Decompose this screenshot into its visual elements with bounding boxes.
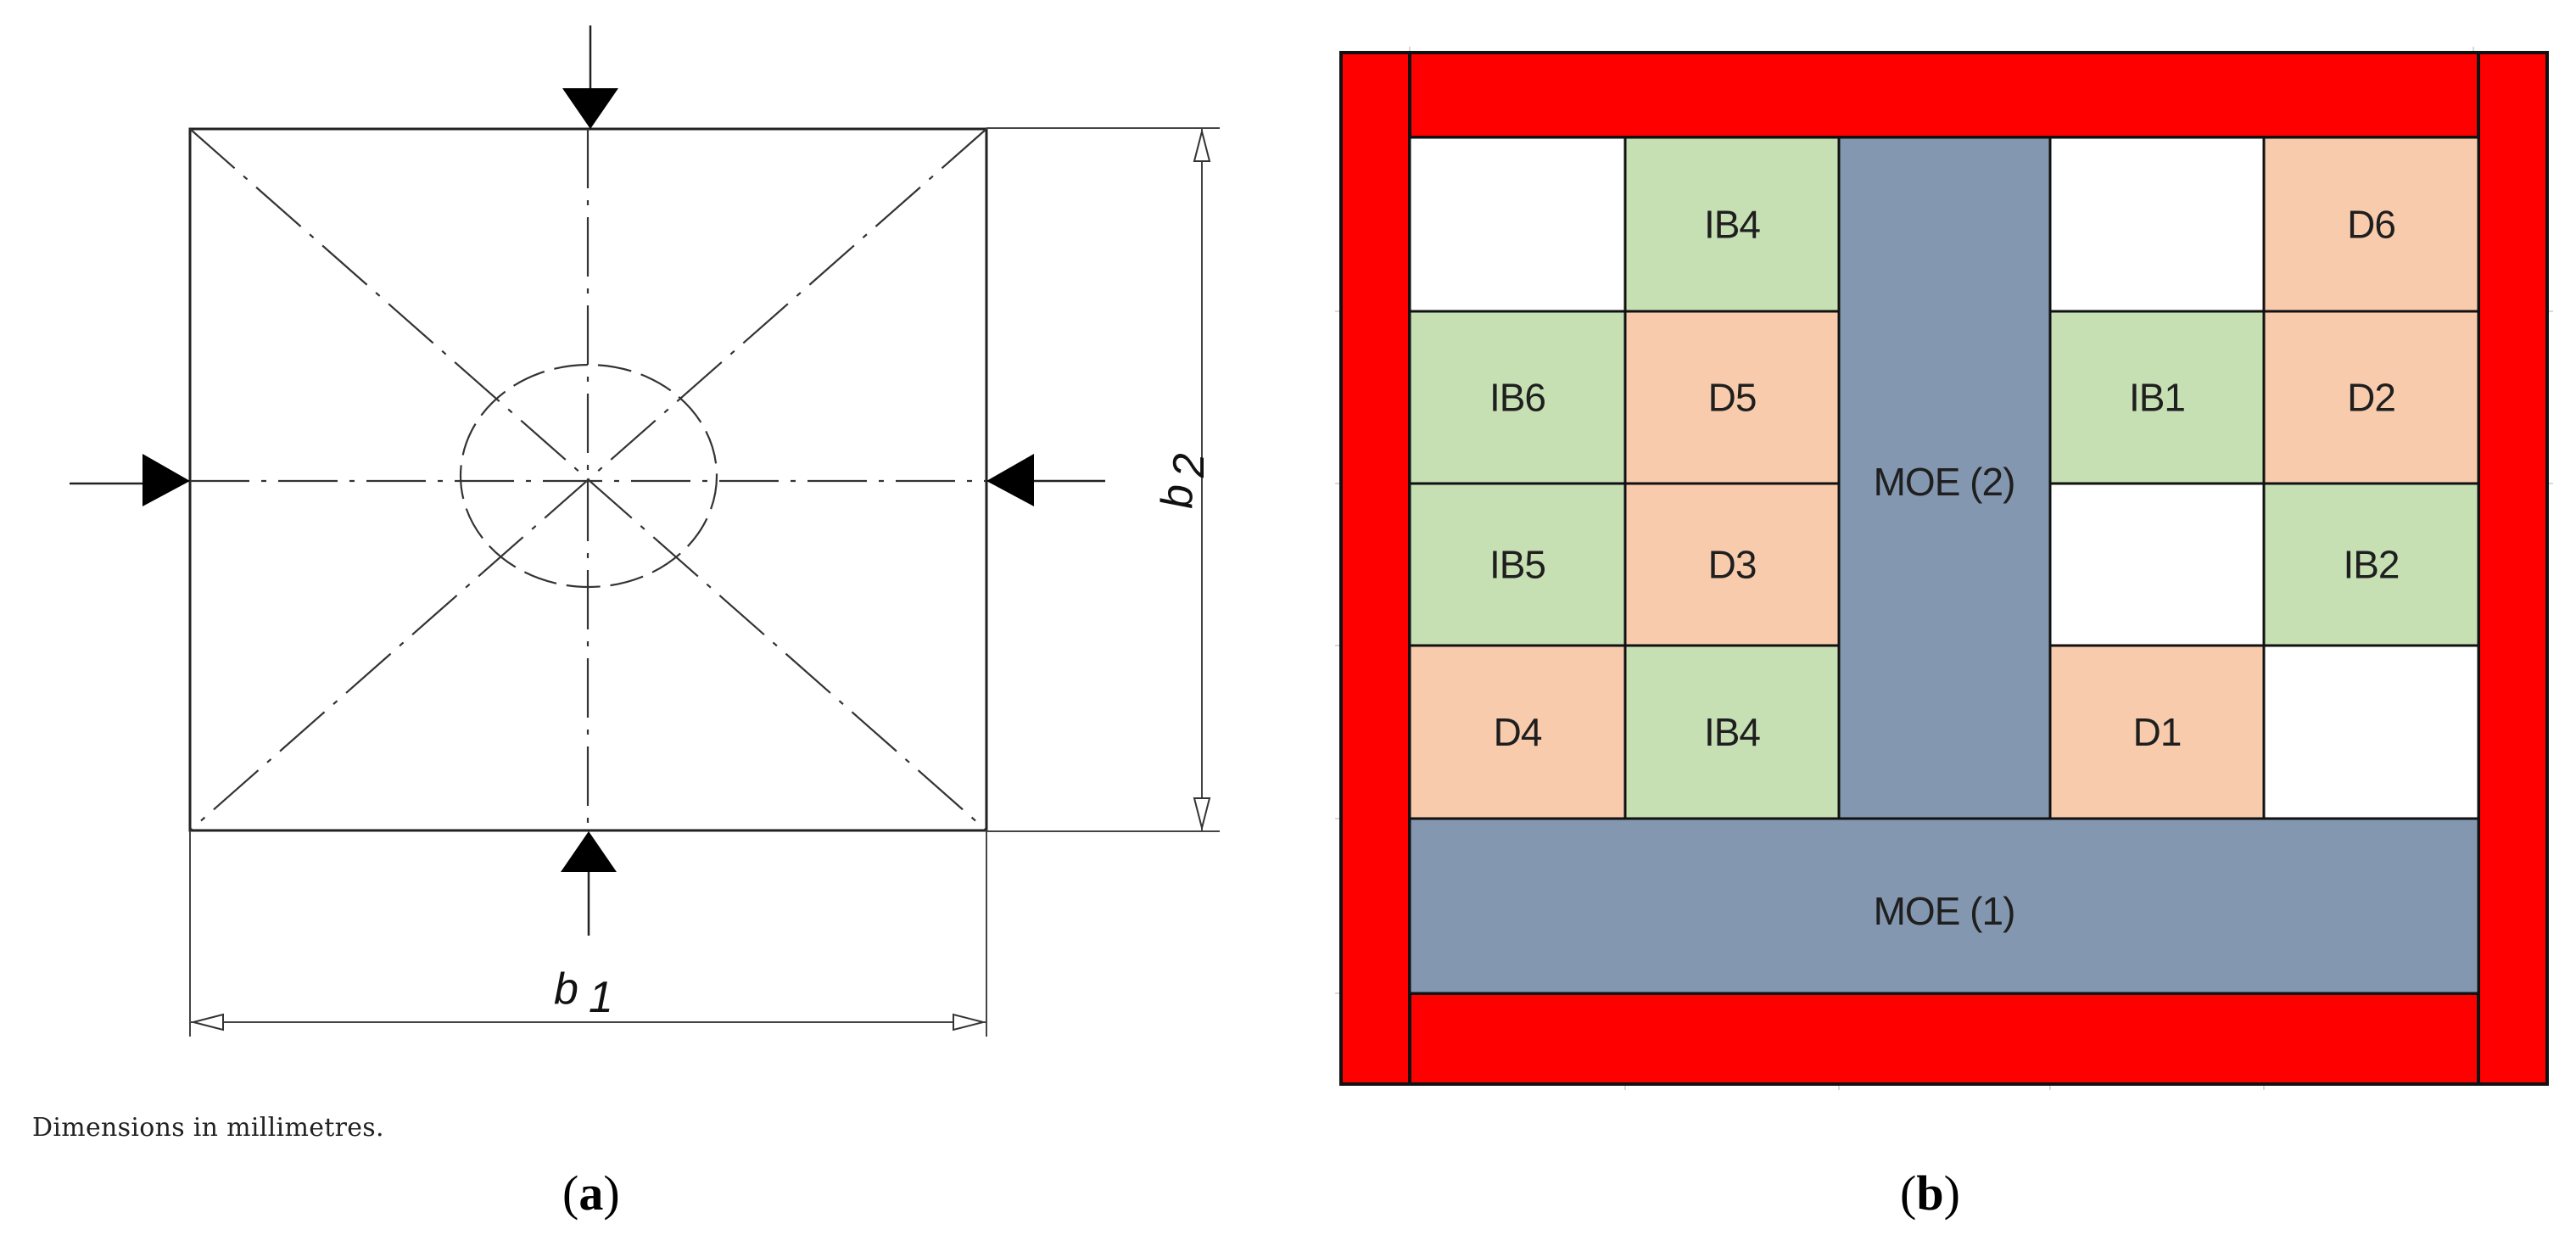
cell-background: [1408, 136, 1627, 313]
moe-1-block: [1408, 817, 2480, 995]
grid-cell: D3: [1623, 482, 1841, 647]
red-frame: [1339, 51, 2549, 1086]
cell-label: D6: [2347, 203, 2395, 247]
frame-top-bar: [1408, 51, 2480, 139]
grid-cell: IB2: [2262, 482, 2480, 647]
grid-cell: IB1: [2048, 310, 2266, 485]
cell-background: [2262, 310, 2480, 485]
moe-2-block: [1837, 136, 2052, 820]
frame-bottom-bar: [1408, 992, 2480, 1086]
cell-background: [1408, 644, 1627, 820]
cell-background: [2048, 644, 2266, 820]
cell-background: [2262, 482, 2480, 647]
dimension-b1: [189, 831, 987, 1037]
grid-cell: [2048, 136, 2266, 313]
load-arrow-bottom-icon: [561, 831, 617, 936]
grid-cell: D2: [2262, 310, 2480, 485]
load-arrow-left-icon: [70, 454, 190, 506]
grid-cell: IB5: [1408, 482, 1627, 647]
cell-background: [1623, 310, 1841, 485]
moe-2-label: MOE (2): [1874, 460, 2015, 504]
cell-background: [1623, 482, 1841, 647]
grid-cell: D5: [1623, 310, 1841, 485]
dimension-b2: [986, 127, 1220, 832]
cell-label: D5: [1708, 376, 1757, 420]
cell-label: IB1: [2129, 376, 2185, 420]
frame-right-column: [2477, 51, 2549, 1086]
load-arrow-top-icon: [562, 25, 618, 129]
grid-cell: IB4: [1623, 136, 1841, 313]
cell-background: [1623, 136, 1841, 313]
cell-label: IB4: [1704, 203, 1760, 247]
cell-background: [2048, 136, 2266, 313]
cell-label: IB5: [1489, 543, 1545, 587]
frame-left-column: [1339, 51, 1411, 1086]
grid-cell: D6: [2262, 136, 2480, 313]
grid-cell: [2262, 644, 2480, 820]
cell-background: [2262, 644, 2480, 820]
load-arrow-right-icon: [986, 454, 1105, 506]
cell-label: D3: [1708, 543, 1757, 587]
grid-cell: [2048, 482, 2266, 647]
center-circle: [459, 363, 718, 589]
grid-cell: D4: [1408, 644, 1627, 820]
cell-background: [2048, 482, 2266, 647]
cell-label: D2: [2347, 376, 2395, 420]
moe-1-label: MOE (1): [1874, 889, 2015, 933]
cell-label: IB4: [1704, 710, 1760, 754]
centerlines: [189, 128, 987, 831]
cell-label: IB2: [2343, 543, 2399, 587]
dimension-b2-label: b2: [1153, 453, 1214, 509]
grid-cell: [1408, 136, 1627, 313]
panel-a-label: (a): [562, 1166, 620, 1221]
dimensions-note: Dimensions in millimetres.: [32, 1113, 384, 1143]
grid-cell: D1: [2048, 644, 2266, 820]
cell-label: IB6: [1489, 376, 1545, 420]
cell-background: [1408, 482, 1627, 647]
cell-background: [1408, 310, 1627, 485]
grid-cell: IB4: [1623, 644, 1841, 820]
panel-b-label: (b): [1900, 1166, 1960, 1221]
cell-background: [2048, 310, 2266, 485]
cell-background: [1623, 644, 1841, 820]
cell-label: D4: [1494, 710, 1542, 754]
grid-cell: IB6: [1408, 310, 1627, 485]
cell-label: D1: [2133, 710, 2182, 754]
